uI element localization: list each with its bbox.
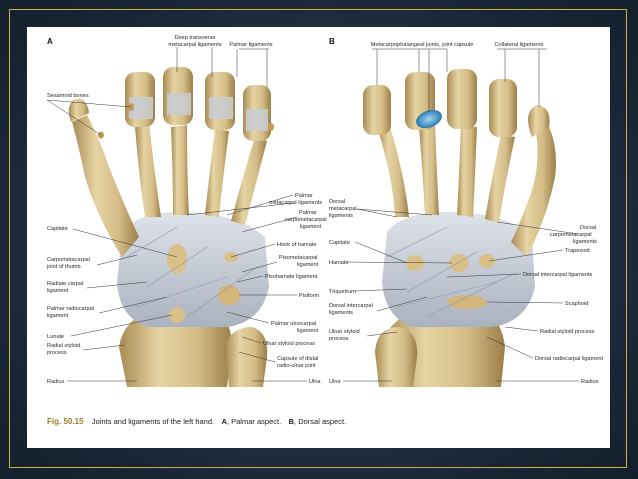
label-dorsal-intercarpal-l-2: ligaments (329, 310, 353, 316)
label-radial-styloid-b: Radial styloid process (540, 329, 595, 335)
label-ulnar-styloid-a: Ulnar styloid process (263, 341, 315, 347)
figure-panel: A B Deep transverse metacarpal ligaments… (27, 27, 610, 448)
label-hamate: Hamate (329, 260, 349, 266)
label-radiate-carpal-1: Radiate carpal (47, 281, 83, 287)
label-dorsal-intercarpal-l-1: Dorsal intercarpal (329, 303, 373, 309)
panel-b-letter: B (329, 37, 335, 46)
label-ulnar-styloid-b-1: Ulnar styloid (329, 329, 360, 335)
label-capsule-distal-2: radio-ulnar joint (277, 363, 316, 369)
label-dorsal-cmc-3: ligaments (573, 239, 597, 245)
label-dorsal-radiocarpal: Dorsal radiocarpal ligament (535, 356, 604, 362)
label-sesamoid-bones: Sesamoid bones (47, 93, 89, 99)
label-dorsal-metacarpal-3: ligaments (329, 213, 353, 219)
panel-b-labels: Metacarpophalangeal joints, joint capsul… (329, 42, 604, 385)
caption-a-text: , Palmar aspect. (227, 417, 281, 426)
label-hook-of-hamate: Hook of hamate (277, 242, 317, 248)
panel-a-labels: Deep transverse metacarpal ligaments Pal… (46, 35, 327, 385)
label-ulna-a: Ulna (309, 379, 321, 385)
label-dorsal-metacarpal-2: metacarpal (329, 206, 357, 212)
label-palmar-cmc-2: carpometacarpal (285, 217, 327, 223)
label-capsule-distal-1: Capsule of distal (277, 356, 318, 362)
label-palmar-metacarpal-1: Palmar (295, 193, 313, 199)
label-ulnar-styloid-b-2: process (329, 336, 349, 342)
label-radius-a: Radius (47, 379, 65, 385)
label-deep-transverse-2: metacarpal ligaments (168, 42, 221, 48)
label-dorsal-intercarpal-r: Dorsal intercarpal ligaments (523, 272, 593, 278)
label-radial-styloid-a-2: process (47, 350, 67, 356)
caption-b-text: , Dorsal aspect. (294, 417, 346, 426)
caption-text: Joints and ligaments of the left hand. (92, 417, 214, 426)
label-pisohamate: Pisohamate ligament (265, 274, 318, 280)
label-radius-b: Radius (581, 379, 599, 385)
label-triquetrum: Triquetrum (329, 289, 356, 295)
label-trapezoid: Trapezoid (565, 248, 590, 254)
label-palmar-metacarpal-2: metacarpal ligaments (269, 200, 322, 206)
label-radiate-carpal-2: ligament (47, 288, 69, 294)
label-pisometacarpal-2: ligament (297, 262, 319, 268)
label-lunate: Lunate (47, 334, 64, 340)
label-deep-transverse-1: Deep transverse (174, 35, 215, 41)
label-cmc-thumb-2: joint of thumb (46, 264, 81, 270)
label-palmar-ligaments: Palmar ligaments (229, 42, 272, 48)
panel-a-letter: A (47, 37, 53, 46)
label-palmar-radiocarpal-1: Palmar radiocarpal (47, 306, 94, 312)
label-pisiform: Pisiform (299, 293, 320, 299)
caption-b-letter: B (289, 417, 295, 426)
label-pisometacarpal-1: Pisometacarpal (279, 255, 318, 261)
label-capitate-a: Capitate (47, 226, 68, 232)
label-palmar-radiocarpal-2: ligament (47, 313, 69, 319)
label-cmc-thumb-1: Carpometacarpal (47, 257, 90, 263)
caption-a-letter: A (222, 417, 228, 426)
label-collateral: Collateral ligaments (494, 42, 543, 48)
figure-svg: A B Deep transverse metacarpal ligaments… (46, 35, 604, 428)
label-palmar-cmc-3: ligament (300, 224, 322, 230)
label-capitate-b: Capitate (329, 240, 350, 246)
figure-caption: Fig. 50.15 Joints and ligaments of the l… (47, 411, 346, 428)
slide-frame (9, 9, 627, 468)
label-palmar-ulnocarpal-2: ligament (297, 328, 319, 334)
svg-text:Fig. 50.15 Joints and li: Fig. 50.15 Joints and ligaments of the l… (47, 411, 346, 428)
caption-fig-number: Fig. 50.15 (47, 417, 84, 426)
hand-illustration-palmar (68, 67, 274, 387)
label-dorsal-cmc-2: carpometacarpal (550, 232, 592, 238)
label-radial-styloid-a-1: Radial styloid (47, 343, 80, 349)
label-dorsal-metacarpal-1: Dorsal (329, 199, 345, 205)
label-palmar-ulnocarpal-1: Palmar ulnocarpal (271, 321, 316, 327)
label-palmar-cmc-1: Palmar (299, 210, 317, 216)
label-ulna-b: Ulna (329, 379, 341, 385)
label-mcp-joints: Metacarpophalangeal joints, joint capsul… (371, 42, 474, 48)
hand-illustration-dorsal (363, 69, 556, 387)
label-scaphoid: Scaphoid (565, 301, 588, 307)
label-dorsal-cmc-1: Dorsal (580, 225, 596, 231)
